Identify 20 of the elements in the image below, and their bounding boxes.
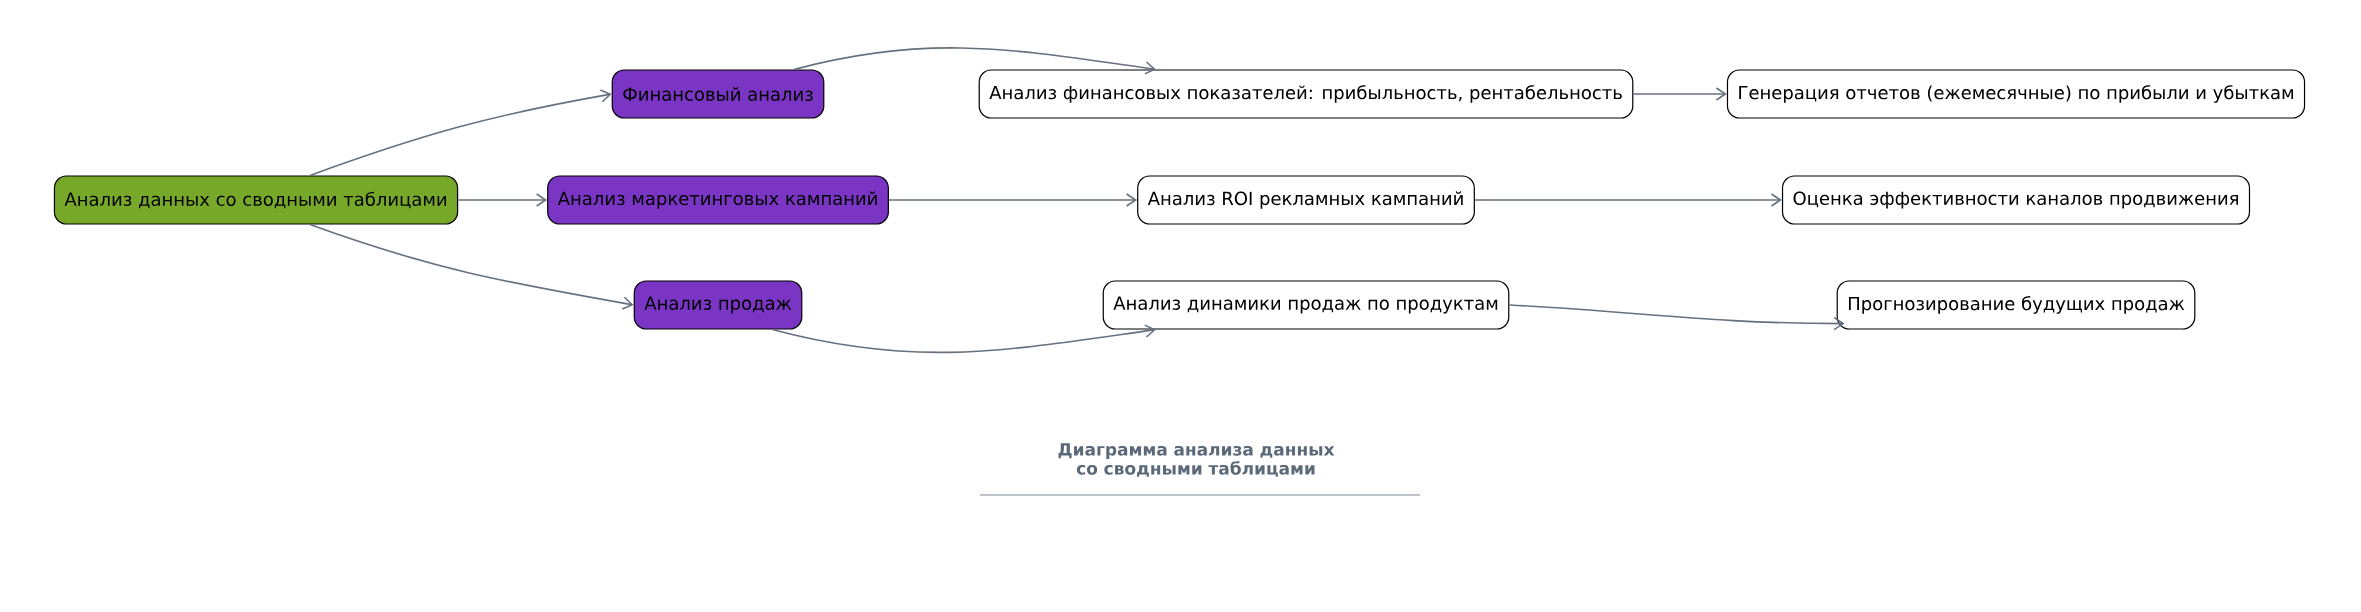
process-box: Прогнозирование будущих продаж [1836,280,2196,330]
arrow [1508,304,1845,331]
arrow [457,193,548,207]
process-box: Анализ финансовых показателей: прибыльность, рентабельность [978,69,1634,119]
arrow [793,47,1156,75]
process-box: Анализ динамики продаж по продуктам [1102,280,1510,330]
diagram-caption: Диаграмма анализа данных со сводными таблицами [1058,443,1335,477]
arrow [771,324,1156,354]
category-box: Финансовый анализ [611,69,825,119]
root-box: Анализ данных со сводными таблицами [53,175,459,225]
arrow [1474,193,1782,207]
process-box: Анализ ROI рекламных кампаний [1137,175,1475,225]
arrow [309,223,634,310]
arrow [1632,87,1727,101]
process-box: Генерация отчетов (ежемесячные) по прибыли и убыткам [1726,69,2306,119]
category-box: Анализ маркетинговых кампаний [547,175,889,225]
category-box: Анализ продаж [633,280,803,330]
arrow [309,89,612,177]
arrow [888,193,1138,207]
process-box: Оценка эффективности каналов продвижения [1781,175,2251,225]
